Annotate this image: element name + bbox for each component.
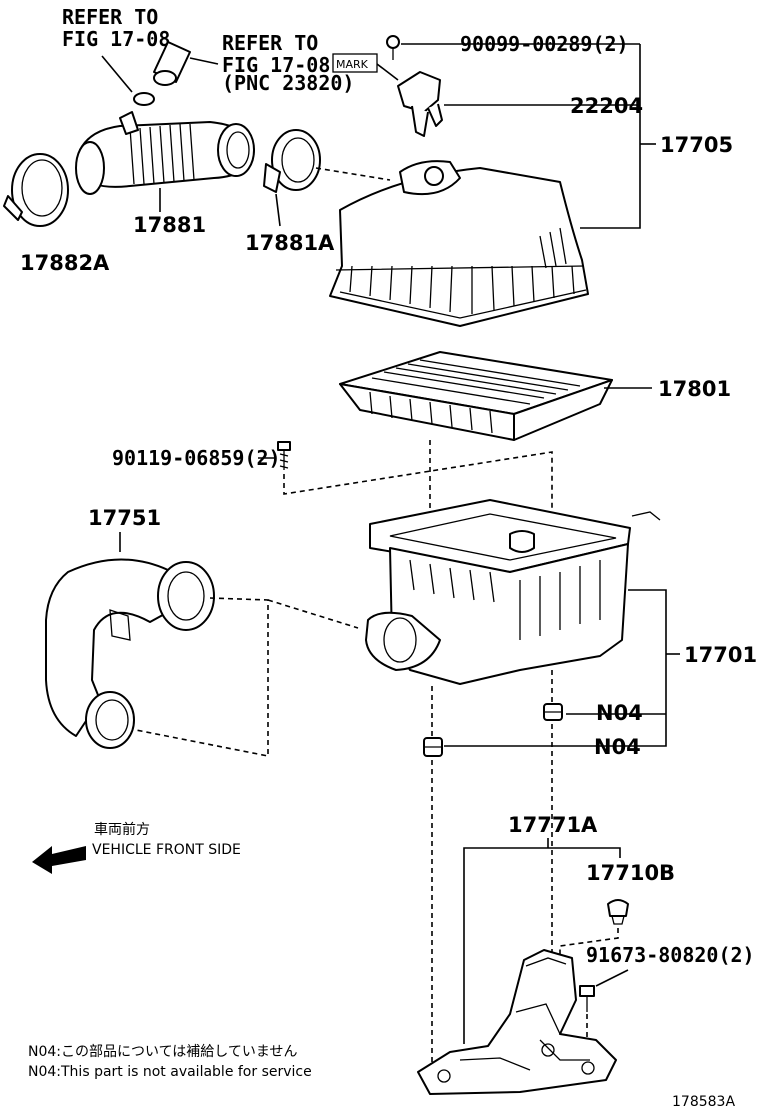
grommet-n04-b bbox=[423, 737, 443, 757]
label-n04-a: N04 bbox=[596, 701, 643, 725]
air-cleaner-case-17701 bbox=[365, 499, 661, 685]
small-hose bbox=[153, 41, 191, 86]
label-17882A: 17882A bbox=[20, 251, 110, 275]
label-17881A: 17881A bbox=[245, 231, 335, 255]
refer-note-1-leader bbox=[101, 55, 133, 93]
refer-note-2-leader bbox=[189, 57, 219, 65]
bracket-17701 bbox=[444, 589, 667, 747]
intake-hose-17881 bbox=[75, 111, 255, 195]
label-90099: 90099-00289(2) bbox=[460, 32, 629, 56]
label-17705: 17705 bbox=[660, 133, 733, 157]
grommet-n04-a bbox=[543, 703, 563, 721]
label-22204: 22204 bbox=[570, 94, 643, 118]
screw-90119 bbox=[277, 441, 291, 470]
leader-17881A bbox=[275, 193, 281, 227]
direction-jp: 車両前方 bbox=[94, 821, 150, 838]
refer-note-1-line2: FIG 17-08 bbox=[62, 27, 170, 51]
mark-box: MARK bbox=[332, 53, 399, 81]
label-17771A: 17771A bbox=[508, 813, 598, 837]
bracket-17771A bbox=[463, 847, 621, 1044]
label-17710B: 17710B bbox=[586, 861, 675, 885]
leader-91673 bbox=[595, 969, 629, 987]
label-17701: 17701 bbox=[684, 643, 757, 667]
front-arrow-icon bbox=[32, 846, 86, 874]
air-flow-sensor bbox=[397, 71, 443, 137]
note-en: N04:This part is not available for servi… bbox=[28, 1064, 312, 1080]
mounting-bracket-17771A bbox=[417, 949, 617, 1095]
air-inlet-duct-17751 bbox=[45, 558, 215, 749]
label-91673: 91673-80820(2) bbox=[586, 943, 755, 967]
bolt-91673 bbox=[579, 985, 595, 1012]
air-filter-element-17801 bbox=[339, 351, 613, 441]
label-17801: 17801 bbox=[658, 377, 731, 401]
air-cleaner-cap-17705 bbox=[329, 160, 589, 327]
hose-clamp-17881A bbox=[263, 129, 321, 193]
note-jp: N04:この部品については補給していません bbox=[28, 1044, 297, 1060]
figure-id: 178583A bbox=[672, 1094, 735, 1110]
small-clip bbox=[133, 92, 155, 106]
screw-90099 bbox=[386, 35, 400, 60]
label-90119: 90119-06859(2) bbox=[112, 446, 281, 470]
grommet-17710B bbox=[607, 899, 629, 925]
bracket-17705 bbox=[580, 44, 641, 229]
refer-note-1-line1: REFER TO bbox=[62, 5, 158, 29]
hose-clamp-17882A bbox=[3, 153, 69, 227]
label-n04-b: N04 bbox=[594, 735, 641, 759]
refer-note-2-line2: FIG 17-08 bbox=[222, 53, 330, 77]
direction-en: VEHICLE FRONT SIDE bbox=[92, 842, 241, 858]
label-17751: 17751 bbox=[88, 506, 161, 530]
label-17881: 17881 bbox=[133, 213, 206, 237]
refer-note-2-line3: (PNC 23820) bbox=[222, 71, 354, 95]
mark-label: MARK bbox=[336, 58, 369, 71]
refer-note-2-line1: REFER TO bbox=[222, 31, 318, 55]
